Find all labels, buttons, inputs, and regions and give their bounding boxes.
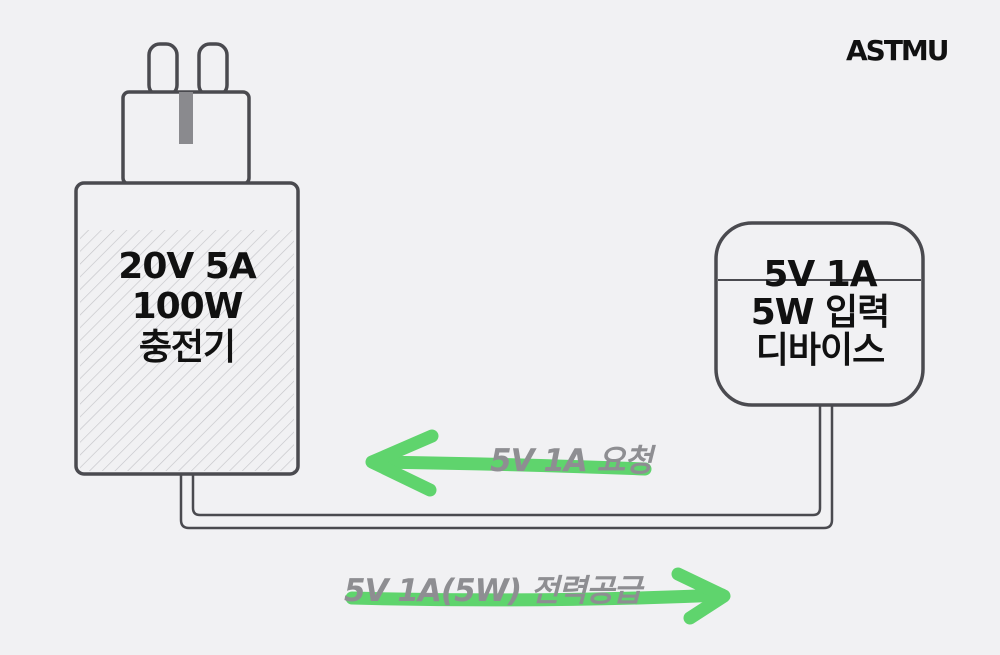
usb-cable: [179, 402, 834, 530]
charger-label: 20V 5A 100W 충전기: [90, 246, 284, 368]
device-spec-line: 5V 1A: [763, 254, 877, 295]
charger-spec-line: 20V 5A: [118, 246, 256, 287]
plug-prongs: [147, 42, 229, 98]
supply-arrow: [345, 567, 731, 625]
charger-body: [74, 181, 300, 476]
supply-label: 5V 1A(5W) 전력공급: [344, 573, 642, 609]
device-name-line: 디바이스: [755, 330, 885, 372]
device-label: 5V 1A 5W 입력 디바이스: [722, 254, 918, 372]
request-arrow: [365, 429, 652, 497]
request-label: 5V 1A 요청: [490, 443, 653, 479]
device-body: [714, 221, 925, 407]
plug-head: [121, 90, 251, 186]
astmu-logo: ASTMU: [846, 34, 950, 67]
device-power-line: 5W 입력: [750, 292, 891, 334]
charger-name-line: 충전기: [138, 326, 236, 368]
charger-power-line: 100W: [131, 286, 244, 328]
